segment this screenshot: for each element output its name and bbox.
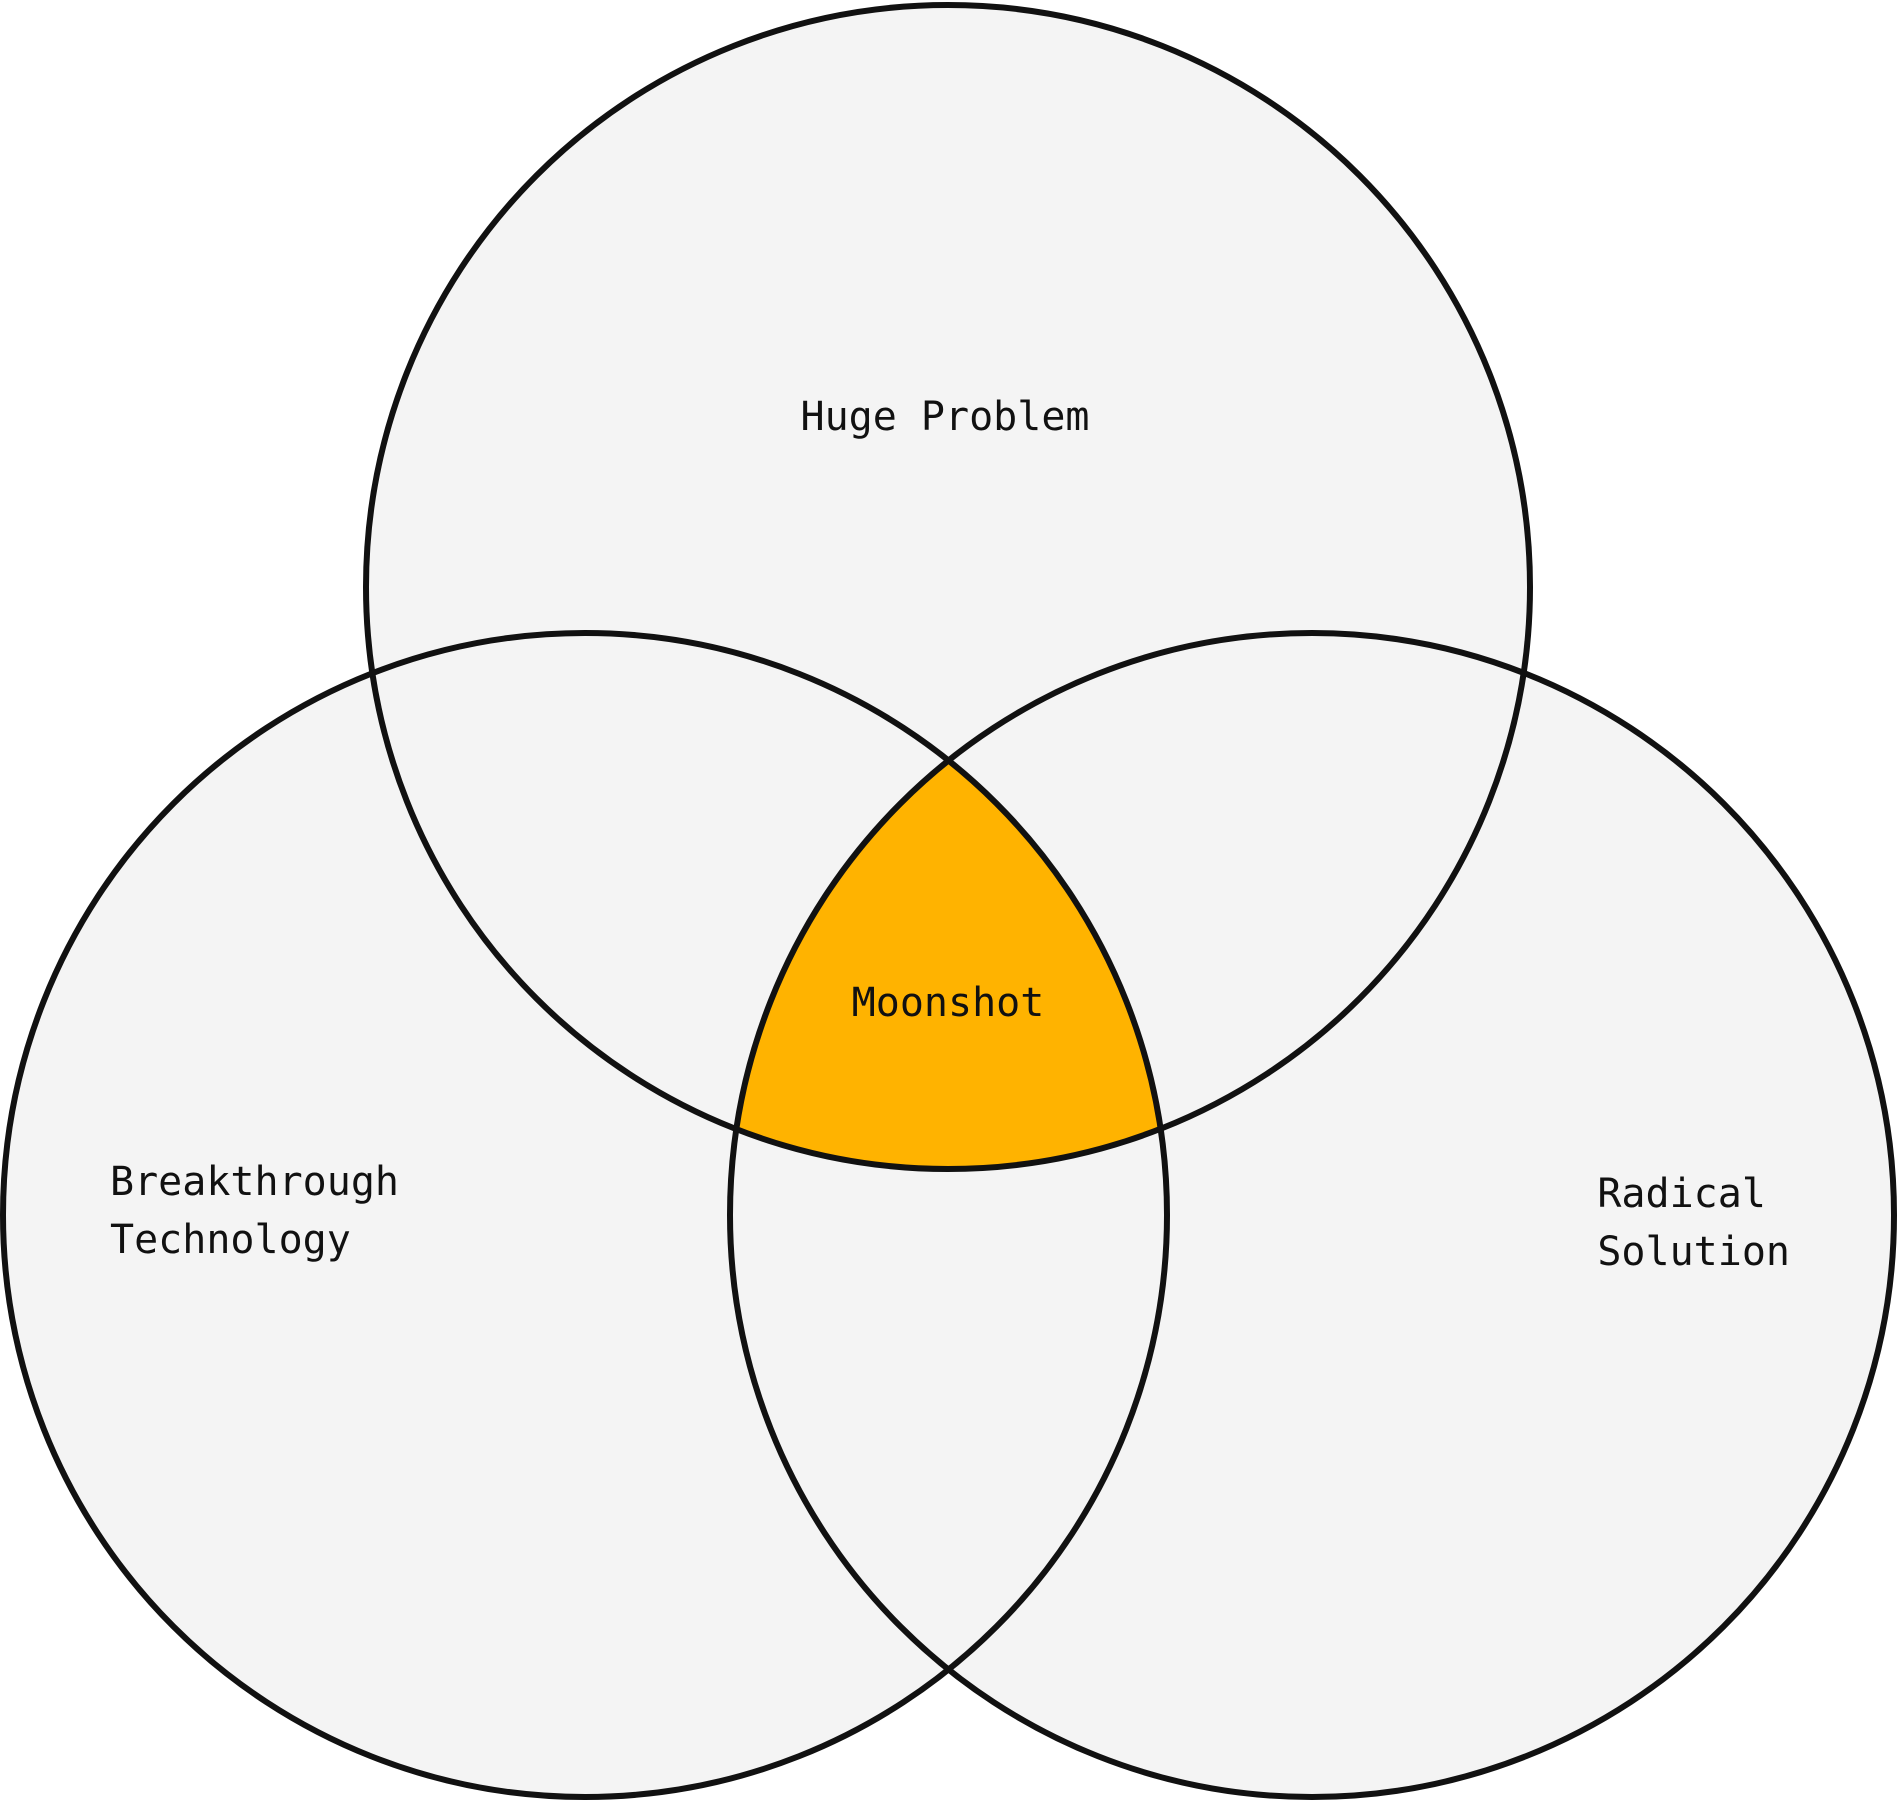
label-left-line-1: Breakthrough (110, 1159, 399, 1205)
label-right: Radical Solution (1597, 1171, 1790, 1275)
circle-left-outline (0, 630, 1170, 1800)
label-top-line-1: Huge Problem (801, 394, 1090, 440)
label-right-line-1: Radical (1597, 1171, 1766, 1217)
circle-top-outline (363, 2, 1533, 1172)
label-left: Breakthrough Technology (110, 1159, 423, 1263)
label-right-line-2: Solution (1597, 1229, 1790, 1275)
label-left-line-2: Technology (110, 1217, 351, 1263)
circle-right-outline (727, 630, 1897, 1800)
label-center: Moonshot (852, 980, 1045, 1026)
label-top: Huge Problem (801, 394, 1090, 440)
